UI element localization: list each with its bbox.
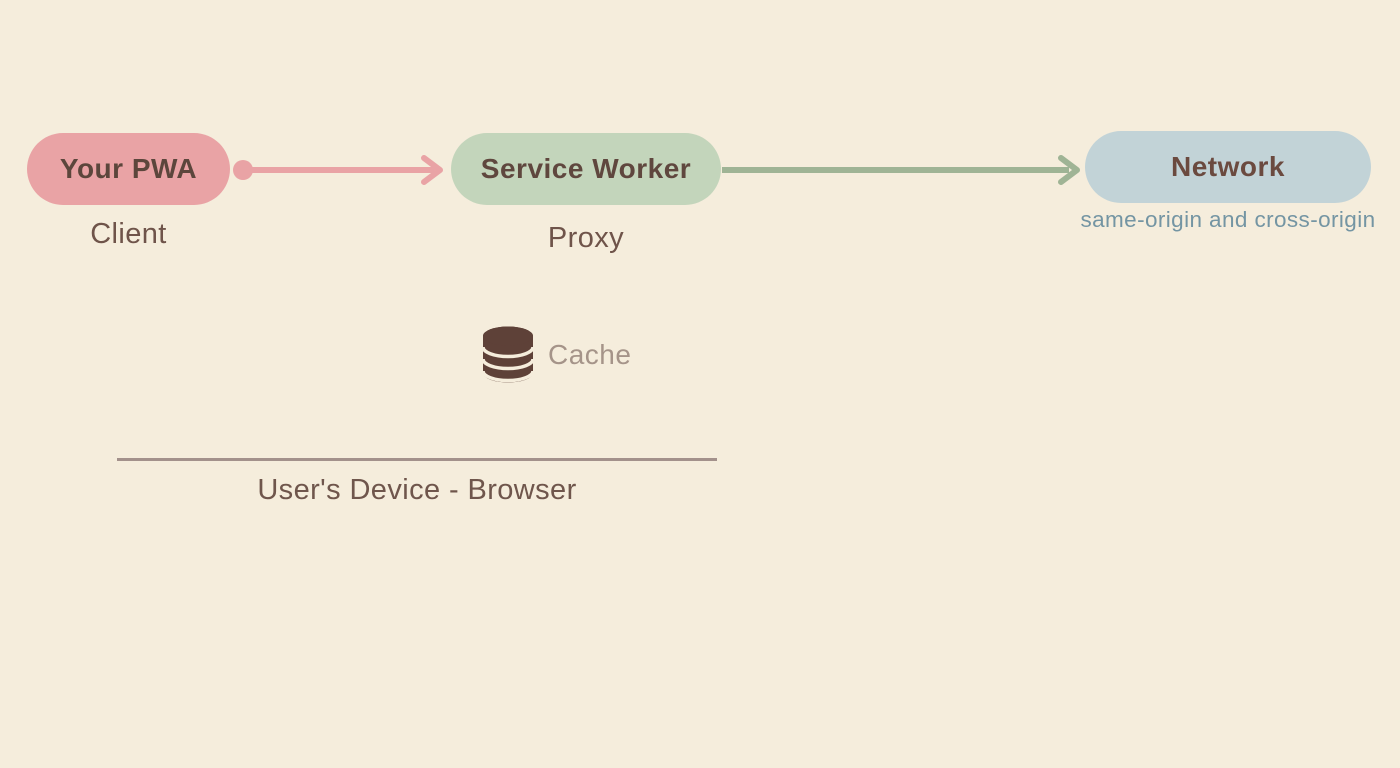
database-separator: [483, 358, 533, 371]
node-service-worker: Service Worker: [451, 133, 721, 205]
arrow-pwa-to-service-worker: [233, 155, 443, 185]
node-your-pwa: Your PWA: [27, 133, 230, 205]
node-network-label: Network: [1171, 151, 1285, 182]
node-network-sublabel: same-origin and cross-origin: [1080, 207, 1376, 232]
node-service-worker-label: Service Worker: [480, 153, 692, 184]
database-top: [483, 326, 533, 346]
database-icon: [483, 326, 533, 383]
node-service-worker-sublabel: Proxy: [547, 222, 625, 254]
arrow-service-worker-to-network: [722, 155, 1080, 185]
node-your-pwa-sublabel: Client: [90, 218, 167, 250]
node-your-pwa-label: Your PWA: [59, 153, 198, 184]
cache-label: Cache: [548, 339, 632, 370]
database-separator: [483, 346, 533, 359]
node-network: Network: [1085, 131, 1371, 203]
arrowhead-icon: [421, 155, 443, 185]
arrowhead-icon: [1058, 155, 1080, 185]
device-boundary-line: [117, 458, 717, 461]
cache-group: Cache: [483, 326, 631, 384]
database-separator: [483, 370, 533, 383]
device-boundary-label: User's Device - Browser: [257, 474, 577, 506]
